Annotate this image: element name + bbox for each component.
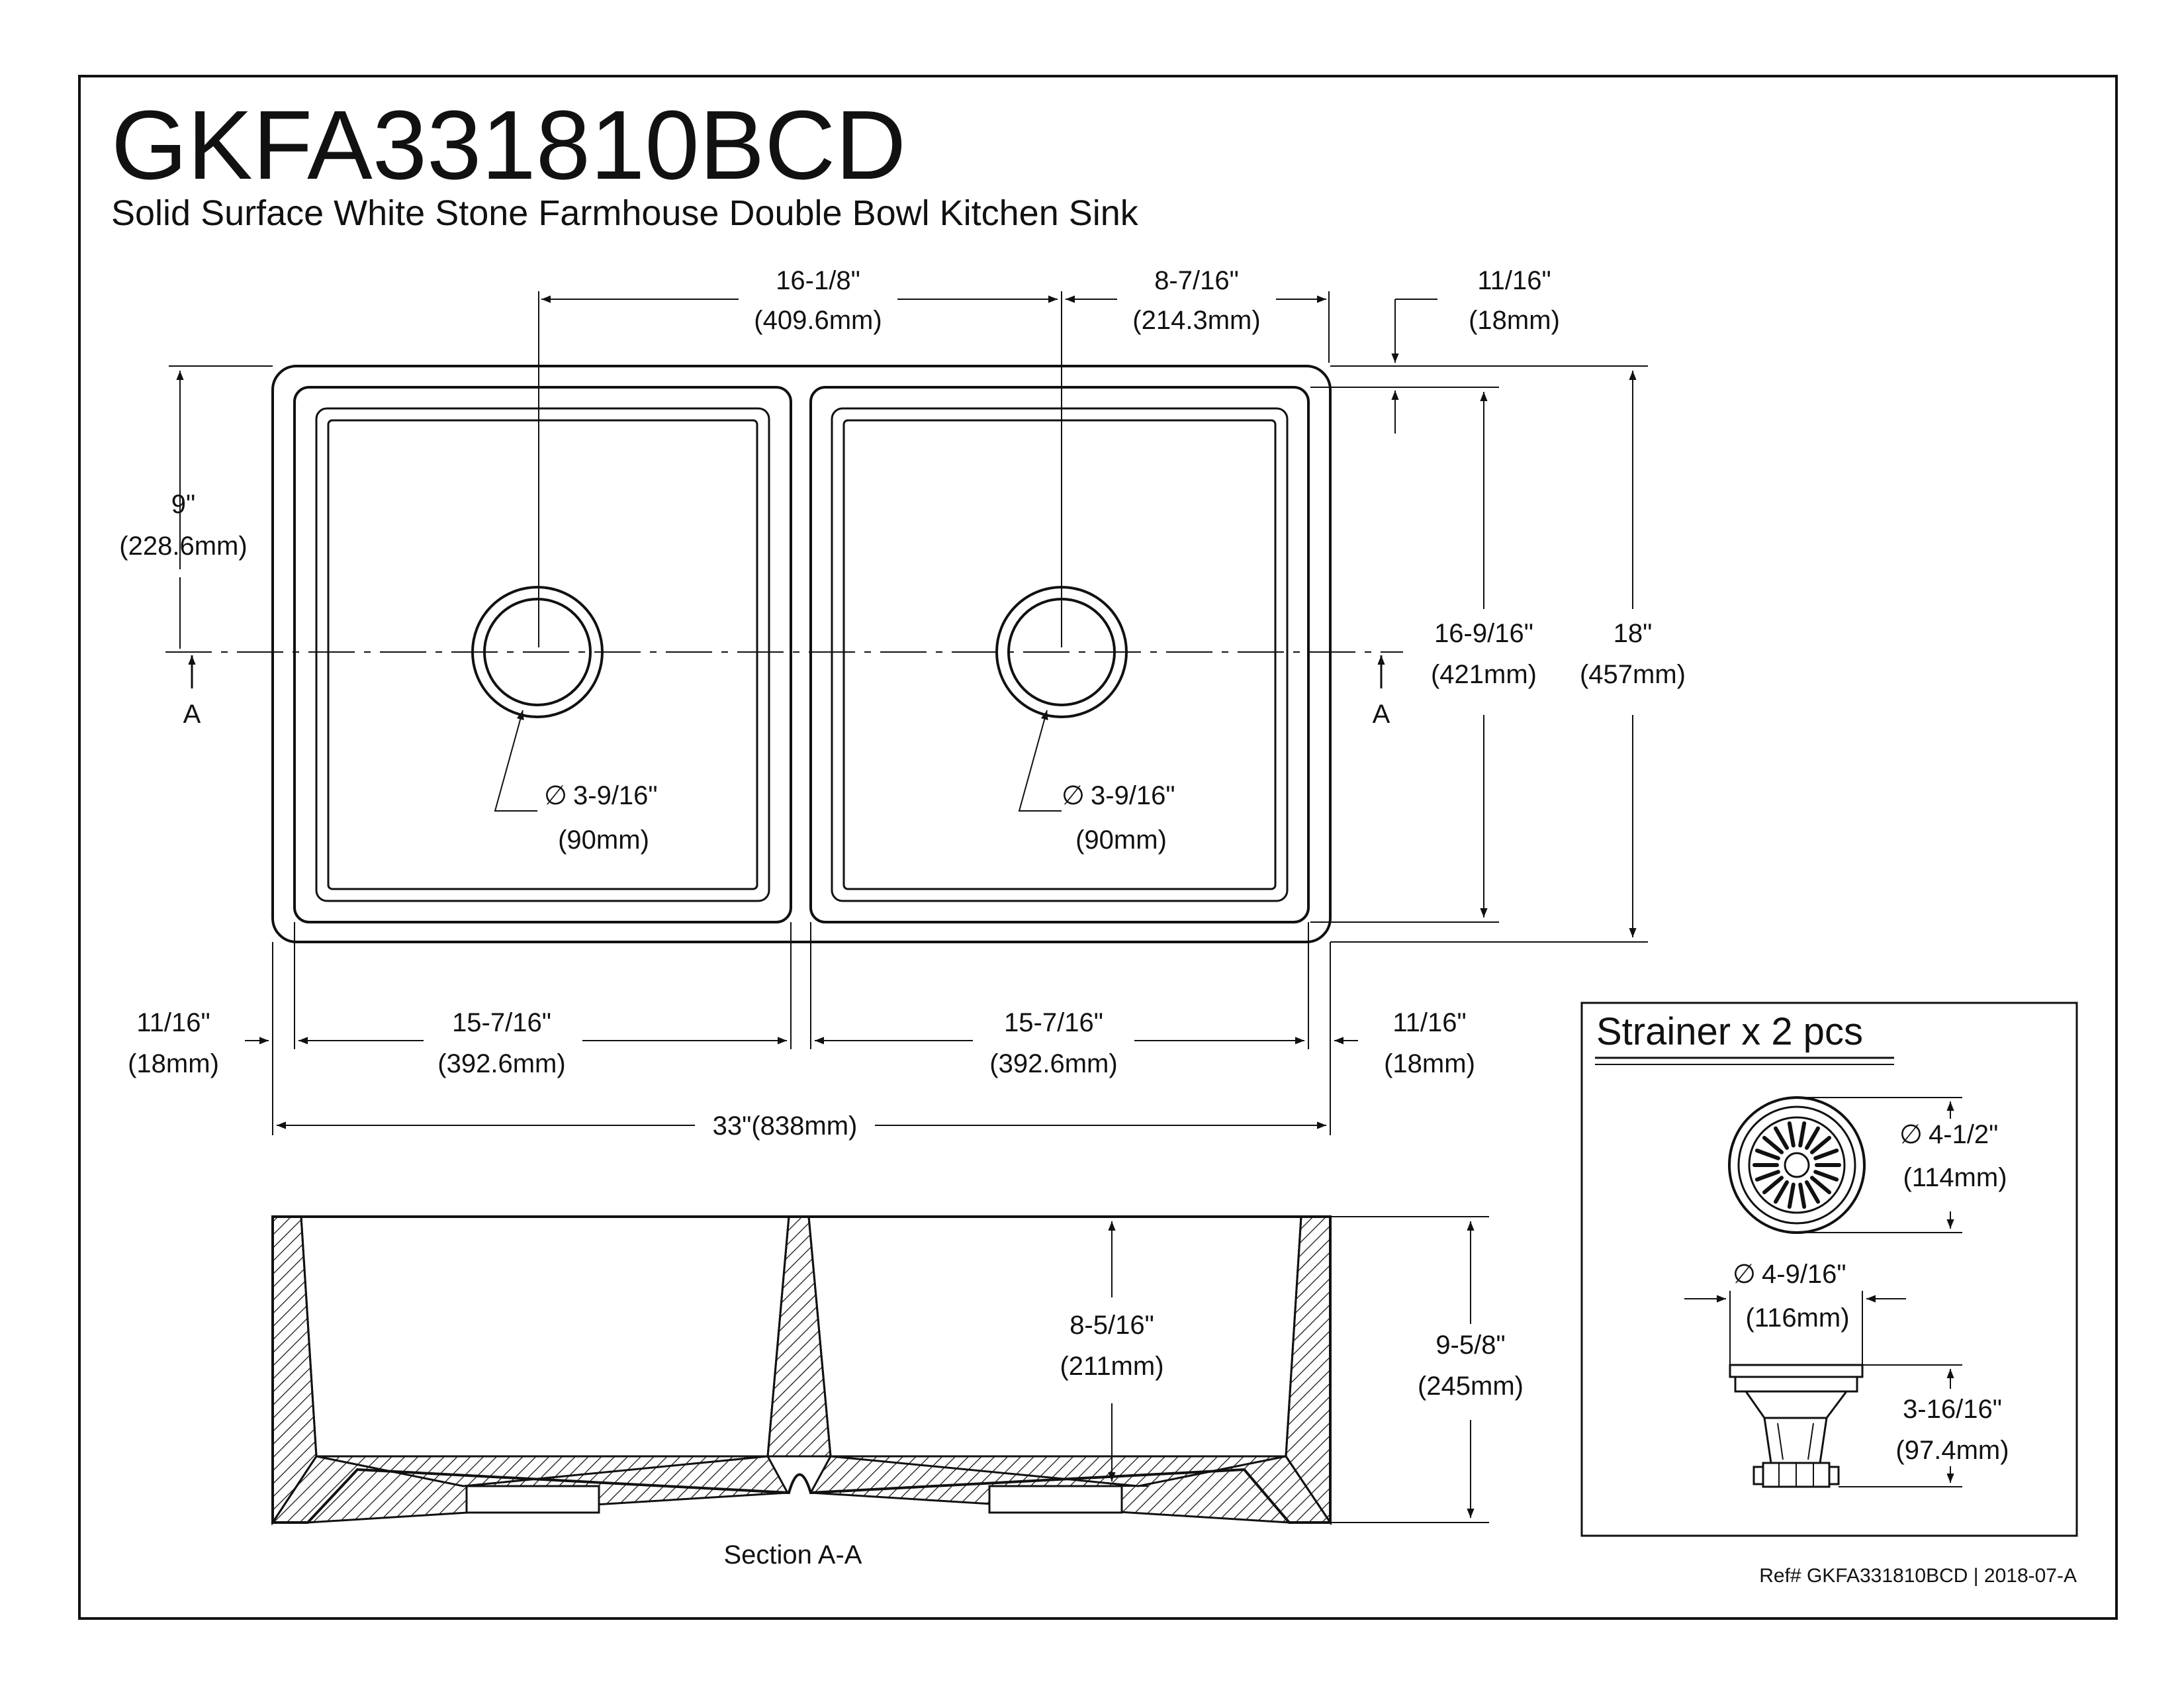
- leader-right-drain: [1018, 710, 1062, 812]
- strainer-slot: [1762, 1176, 1784, 1195]
- dim-bowl-length: 16-9/16": [1434, 619, 1533, 648]
- product-subtitle: Solid Surface White Stone Farmhouse Doub…: [111, 193, 1139, 233]
- dim-right-bowl-width: 15-7/16": [1004, 1008, 1103, 1037]
- dim-strainer-top-symbol: ∅: [1899, 1120, 1923, 1149]
- dim-strainer-flange-metric: (116mm): [1745, 1303, 1849, 1333]
- strainer-slot: [1805, 1180, 1820, 1204]
- dim-left-depth-metric: (228.6mm): [119, 532, 247, 561]
- dim-outer-depth-metric: (245mm): [1418, 1372, 1524, 1401]
- dim-inner-depth: 8-5/16": [1069, 1311, 1154, 1340]
- dim-left-wall: 11/16": [136, 1008, 210, 1037]
- section-marker-left: A: [183, 700, 201, 729]
- dim-left-drain-metric: (90mm): [558, 825, 649, 855]
- dim-outer-depth: 9-5/8": [1435, 1331, 1505, 1360]
- dim-left-depth: 9": [171, 490, 195, 519]
- dim-strainer-height-metric: (97.4mm): [1895, 1436, 2009, 1465]
- strainer-slot: [1813, 1149, 1839, 1160]
- strainer-slot: [1774, 1126, 1789, 1150]
- dim-strainer-height: 3-16/16": [1903, 1395, 2002, 1424]
- strainer-slot: [1809, 1176, 1832, 1195]
- dim-overall-depth-metric: (457mm): [1580, 660, 1686, 689]
- right-bowl: [809, 386, 1310, 923]
- strainer-slot: [1798, 1121, 1807, 1148]
- dim-right-bowl-width-metric: (392.6mm): [989, 1049, 1117, 1078]
- strainer-panel: Strainer x 2 pcs ∅ 4-1/2" (114mm): [1580, 1002, 2078, 1537]
- strainer-slot: [1809, 1135, 1832, 1154]
- dim-right-drain: 3-9/16": [1091, 781, 1175, 810]
- drawing-border: [78, 75, 2118, 1620]
- strainer-slot: [1805, 1126, 1820, 1150]
- dim-left-wall-metric: (18mm): [128, 1049, 219, 1078]
- dim-overall-depth: 18": [1614, 619, 1653, 648]
- dim-drain-to-edge: 8-7/16": [1154, 266, 1239, 295]
- dim-left-drain: 3-9/16": [573, 781, 658, 810]
- dim-drain-to-edge-metric: (214.3mm): [1132, 306, 1260, 335]
- strainer-slot: [1762, 1135, 1784, 1154]
- dim-overall-width: 33"(838mm): [713, 1111, 858, 1141]
- dim-strainer-flange-symbol: ∅: [1733, 1260, 1756, 1289]
- left-bowl: [293, 386, 792, 923]
- strainer-title: Strainer x 2 pcs: [1596, 1010, 1863, 1053]
- dim-drain-spacing-metric: (409.6mm): [754, 306, 882, 335]
- strainer-slot: [1813, 1170, 1839, 1182]
- strainer-slot: [1787, 1121, 1796, 1148]
- strainer-slot: [1754, 1149, 1780, 1160]
- strainer-slot: [1787, 1182, 1796, 1209]
- reference-number: Ref# GKFA331810BCD | 2018-07-A: [1759, 1565, 2077, 1587]
- sink-outer-rim: [271, 365, 1332, 943]
- dim-bowl-length-metric: (421mm): [1431, 660, 1537, 689]
- dim-right-wall: 11/16": [1392, 1008, 1466, 1037]
- section-center-divider: [766, 1215, 832, 1458]
- dim-rim-top-metric: (18mm): [1469, 306, 1560, 335]
- strainer-holes: [1752, 1121, 1841, 1209]
- strainer-top-view: [1728, 1096, 1866, 1234]
- section-marker-right: A: [1373, 700, 1390, 729]
- dim-inner-depth-metric: (211mm): [1060, 1352, 1163, 1381]
- section-left-drain: [465, 1485, 600, 1514]
- plan-view: A A 16-1/8" (409.6mm) 8-7/16" (214.3mm) …: [119, 266, 1686, 1141]
- dim-strainer-flange: 4-9/16": [1762, 1260, 1846, 1289]
- strainer-side-view: [1729, 1364, 1864, 1488]
- dim-right-drain-symbol: ∅: [1062, 781, 1085, 810]
- dim-strainer-top-metric: (114mm): [1903, 1163, 2007, 1192]
- strainer-box: [1580, 1002, 2078, 1537]
- dim-left-bowl-width-metric: (392.6mm): [437, 1049, 565, 1078]
- section-view: 8-5/16" (211mm) 9-5/8" (245mm) Section A…: [271, 1215, 1524, 1570]
- strainer-slot: [1774, 1180, 1789, 1204]
- section-caption: Section A-A: [723, 1540, 862, 1570]
- strainer-slot: [1754, 1170, 1780, 1182]
- dim-right-wall-metric: (18mm): [1384, 1049, 1475, 1078]
- section-right-drain: [988, 1485, 1123, 1514]
- dim-left-drain-symbol: ∅: [544, 781, 567, 810]
- strainer-slot: [1798, 1182, 1807, 1209]
- dim-drain-spacing: 16-1/8": [776, 266, 860, 295]
- dim-left-bowl-width: 15-7/16": [452, 1008, 551, 1037]
- model-number: GKFA331810BCD: [111, 91, 906, 200]
- leader-left-drain: [494, 710, 537, 812]
- dim-rim-top: 11/16": [1477, 266, 1551, 295]
- dim-right-drain-metric: (90mm): [1075, 825, 1167, 855]
- dim-strainer-top: 4-1/2": [1929, 1120, 1998, 1149]
